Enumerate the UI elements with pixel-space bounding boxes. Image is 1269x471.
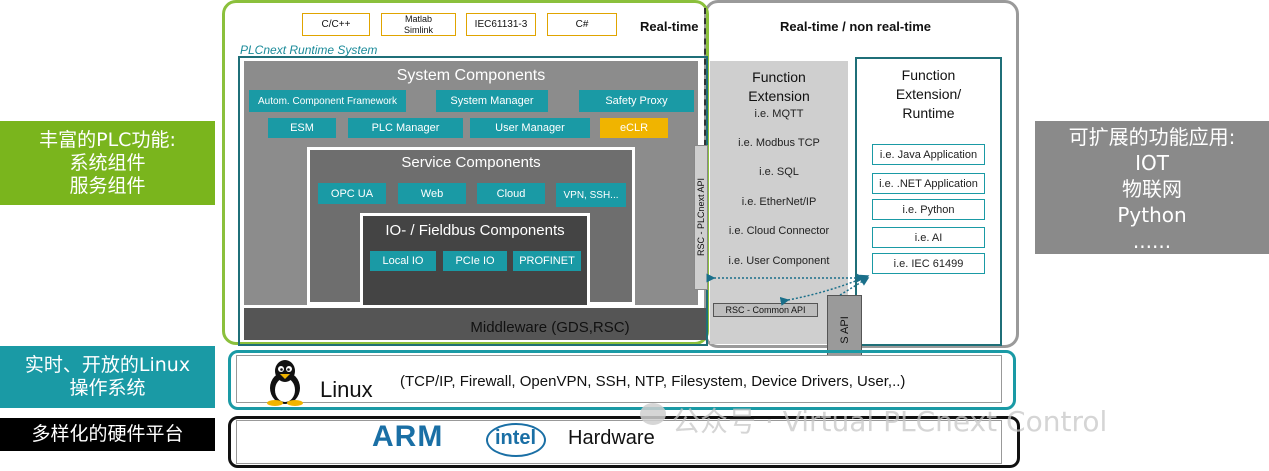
rsc-plcnext-api-bar xyxy=(694,145,708,290)
fe-item-user-component: i.e. User Component xyxy=(728,255,830,267)
label-linux-os: 实时、开放的Linux 操作系统 xyxy=(0,346,215,408)
lang-matlab: Matlab Simlink xyxy=(381,13,456,36)
rt-item-java: i.e. Java Application xyxy=(872,144,985,165)
io-pcie-io: PCIe IO xyxy=(443,251,507,271)
label-extensible-apps xyxy=(1035,121,1269,254)
autom-component-framework: Autom. Component Framework xyxy=(249,90,406,112)
arrow-osapi-to-runtime xyxy=(839,277,870,296)
eclr: eCLR xyxy=(600,118,668,138)
hardware-inner xyxy=(236,420,1002,464)
lang-cpp: C/C++ xyxy=(302,13,370,36)
safety-proxy: Safety Proxy xyxy=(579,90,694,112)
hardware-frame xyxy=(228,416,1020,468)
tux-penguin-icon xyxy=(267,360,303,406)
label-extensible-apps-text: 可扩展的功能应用: IOT 物联网 Python ...... xyxy=(1068,125,1236,253)
io-local-io: Local IO xyxy=(370,251,436,271)
service-web: Web xyxy=(398,183,466,204)
io-profinet: PROFINET xyxy=(513,251,581,271)
fe-item-sql: i.e. SQL xyxy=(759,166,799,178)
lang-csharp: C# xyxy=(547,13,617,36)
connection-arrows xyxy=(706,273,870,306)
arrow-common-api-to-runtime xyxy=(779,274,870,306)
lang-iec61131: IEC61131-3 xyxy=(466,13,536,36)
middleware-label: Middleware (GDS,RSC) xyxy=(470,318,630,336)
middleware-bar xyxy=(244,308,706,340)
watermark: 公众号 · Virtual PLCnext Control xyxy=(672,405,1108,438)
label-plc-functions: 丰富的PLC功能: 系统组件 服务组件 xyxy=(0,121,215,205)
intel-logo: intel xyxy=(495,427,537,449)
function-extension-title: Function Extension xyxy=(748,69,810,104)
linux-frame xyxy=(228,350,1016,410)
realtime-label: Real-time xyxy=(640,19,699,34)
linux-details: (TCP/IP, Firewall, OpenVPN, SSH, NTP, Fi… xyxy=(400,373,906,390)
system-components-title: System Components xyxy=(396,67,546,84)
fe-item-mqtt: i.e. MQTT xyxy=(754,108,804,120)
hardware-label: Hardware xyxy=(568,427,655,449)
intel-logo-ring xyxy=(486,423,546,457)
rt-item-ai: i.e. AI xyxy=(872,227,985,248)
arm-logo: ARM xyxy=(372,420,444,453)
user-manager: User Manager xyxy=(470,118,590,138)
fe-item-ethernetip: i.e. EtherNet/IP xyxy=(741,196,817,208)
service-vpn-ssh: VPN, SSH... xyxy=(556,183,626,207)
esm: ESM xyxy=(268,118,336,138)
service-cloud: Cloud xyxy=(477,183,545,204)
plc-manager: PLC Manager xyxy=(348,118,463,138)
wechat-icon xyxy=(640,403,666,425)
rsc-common-api: RSC - Common API xyxy=(713,303,818,317)
rt-item-python: i.e. Python xyxy=(872,199,985,220)
system-manager: System Manager xyxy=(436,90,548,112)
service-opcua: OPC UA xyxy=(318,183,386,204)
nonrealtime-label: Real-time / non real-time xyxy=(780,19,931,34)
service-components-title: Service Components xyxy=(401,153,541,171)
linux-inner xyxy=(236,355,1002,403)
function-runtime-title: Function Extension/ Runtime xyxy=(895,66,962,121)
runtime-system-label: PLCnext Runtime System xyxy=(240,43,378,57)
rt-item-iec61499: i.e. IEC 61499 xyxy=(872,253,985,274)
linux-name: Linux xyxy=(320,377,373,402)
io-components-title: IO- / Fieldbus Components xyxy=(385,221,565,239)
label-hardware-platform: 多样化的硬件平台 xyxy=(0,418,215,451)
fe-item-cloud-connector: i.e. Cloud Connector xyxy=(728,225,830,237)
rt-item-dotnet: i.e. .NET Application xyxy=(872,173,985,194)
fe-item-modbus: i.e. Modbus TCP xyxy=(738,137,820,149)
